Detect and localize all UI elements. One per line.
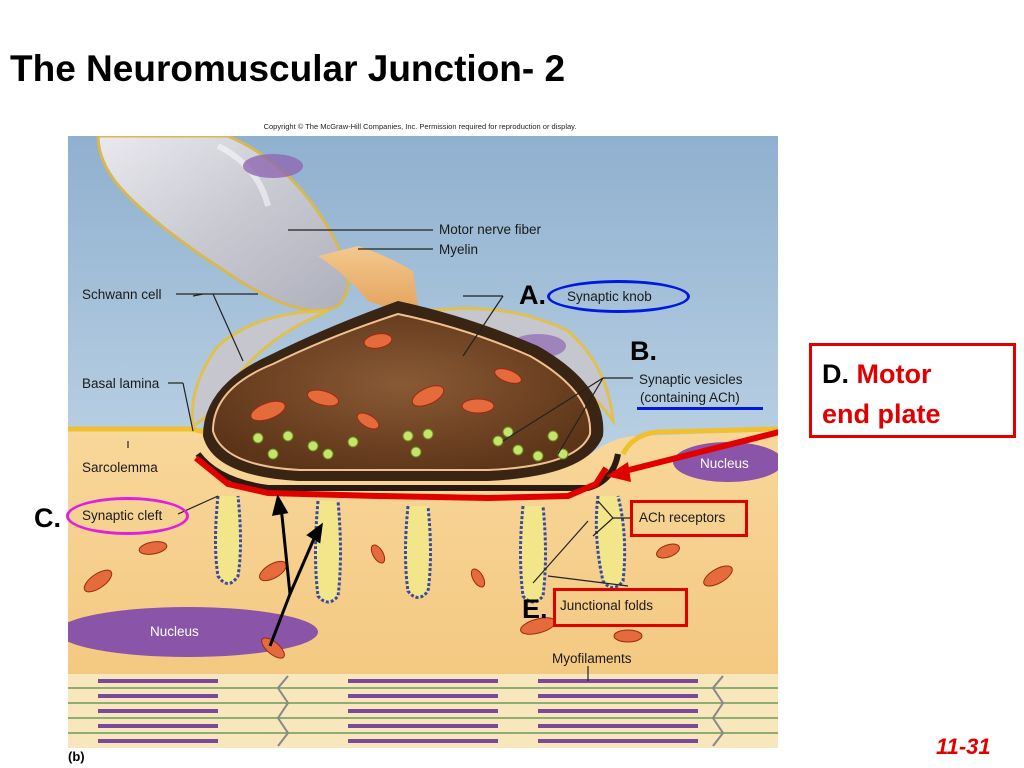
label-myelin: Myelin <box>439 242 479 257</box>
junctional-folds-box <box>553 588 688 627</box>
label-basal-lamina: Basal lamina <box>82 376 160 391</box>
motor-end-plate-line1: Motor <box>856 359 932 389</box>
slide-number: 11-31 <box>936 734 991 759</box>
label-junctional-folds: Junctional folds <box>560 598 654 613</box>
label-myofilaments: Myofilaments <box>552 651 632 666</box>
label-sarcolemma: Sarcolemma <box>82 460 158 475</box>
neuromuscular-junction-illustration <box>68 136 778 748</box>
label-motor-nerve-fiber: Motor nerve fiber <box>439 222 542 237</box>
label-synaptic-vesicles: Synaptic vesicles <box>639 372 743 387</box>
label-nucleus-left: Nucleus <box>150 624 199 639</box>
synaptic-knob-highlight-ellipse <box>547 280 690 313</box>
blue-underline-containing-ach <box>637 407 763 410</box>
label-nucleus-right: Nucleus <box>700 456 749 471</box>
marker-a: A. <box>519 280 546 310</box>
synaptic-cleft-highlight-ellipse <box>66 497 189 535</box>
copyright-notice: Copyright © The McGraw-Hill Companies, I… <box>263 122 577 131</box>
marker-c: C. <box>34 503 61 533</box>
ach-receptors-box <box>630 500 748 537</box>
marker-b: B. <box>630 336 657 366</box>
marker-e: E. <box>522 594 548 624</box>
label-ach-receptors: ACh receptors <box>639 510 726 525</box>
label-containing-ach: (containing ACh) <box>640 390 740 405</box>
label-synaptic-knob: Synaptic knob <box>567 289 652 304</box>
motor-end-plate-line2: end plate <box>822 399 941 429</box>
figure-letter: (b) <box>68 749 85 764</box>
label-synaptic-cleft: Synaptic cleft <box>82 508 163 523</box>
marker-d: D. <box>822 359 849 389</box>
slide-title: The Neuromuscular Junction- 2 <box>10 48 566 89</box>
motor-end-plate-box: D. Motor end plate <box>809 343 1016 438</box>
label-schwann-cell: Schwann cell <box>82 287 162 302</box>
